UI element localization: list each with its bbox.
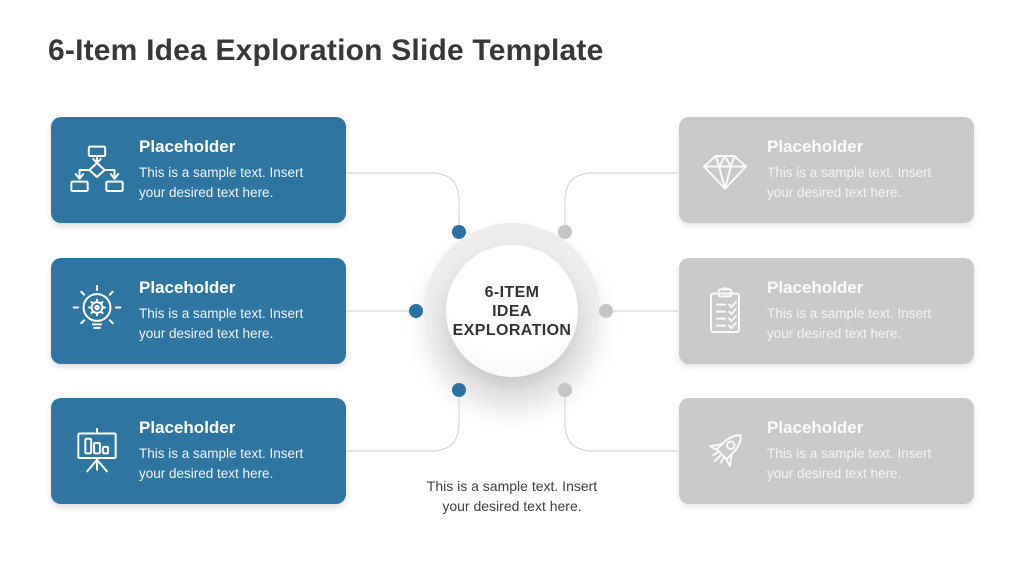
card-title: Placeholder <box>139 418 236 437</box>
caption-text: This is a sample text. Insert your desir… <box>426 478 598 514</box>
center-circle-inner: 6-ITEM IDEA EXPLORATION <box>446 245 578 377</box>
card-title: Placeholder <box>767 137 864 156</box>
card-title: Placeholder <box>139 137 236 156</box>
center-label-line1: 6-ITEM <box>484 283 540 301</box>
center-label-line2: IDEA <box>492 302 532 320</box>
clipboard-checklist-icon <box>695 283 755 339</box>
card-body: This is a sample text. Insert your desir… <box>767 446 932 481</box>
card-body: This is a sample text. Insert your desir… <box>139 306 304 341</box>
card-right-2: Placeholder This is a sample text. Inser… <box>679 258 974 364</box>
card-right-1: Placeholder This is a sample text. Inser… <box>679 117 974 223</box>
card-left-3: Placeholder This is a sample text. Inser… <box>51 398 346 504</box>
flowchart-icon <box>67 142 127 198</box>
connector-dot-right-middle <box>599 304 613 318</box>
connector-dot-left-middle <box>409 304 423 318</box>
connector-dot-right-bottom <box>558 383 572 397</box>
connector-left-bottom <box>346 390 460 452</box>
connector-right-bottom <box>564 390 678 452</box>
idea-lightbulb-icon <box>67 283 127 339</box>
center-circle: 6-ITEM IDEA EXPLORATION <box>424 223 600 399</box>
card-left-1: Placeholder This is a sample text. Inser… <box>51 117 346 223</box>
presentation-chart-icon <box>67 423 127 479</box>
card-title: Placeholder <box>767 418 864 437</box>
card-right-3: Placeholder This is a sample text. Inser… <box>679 398 974 504</box>
card-title: Placeholder <box>139 278 236 297</box>
card-title: Placeholder <box>767 278 864 297</box>
card-left-2: Placeholder This is a sample text. Inser… <box>51 258 346 364</box>
connector-left-top <box>346 172 460 232</box>
card-body: This is a sample text. Insert your desir… <box>139 446 304 481</box>
diamond-icon <box>695 142 755 198</box>
card-body: This is a sample text. Insert your desir… <box>767 306 932 341</box>
card-body: This is a sample text. Insert your desir… <box>139 165 304 200</box>
center-label-line3: EXPLORATION <box>452 321 572 339</box>
slide-title: 6-Item Idea Exploration Slide Template <box>48 34 604 67</box>
rocket-icon <box>695 423 755 479</box>
card-body: This is a sample text. Insert your desir… <box>767 165 932 200</box>
center-label: 6-ITEM IDEA EXPLORATION <box>453 283 572 340</box>
connector-right-top <box>564 172 678 232</box>
